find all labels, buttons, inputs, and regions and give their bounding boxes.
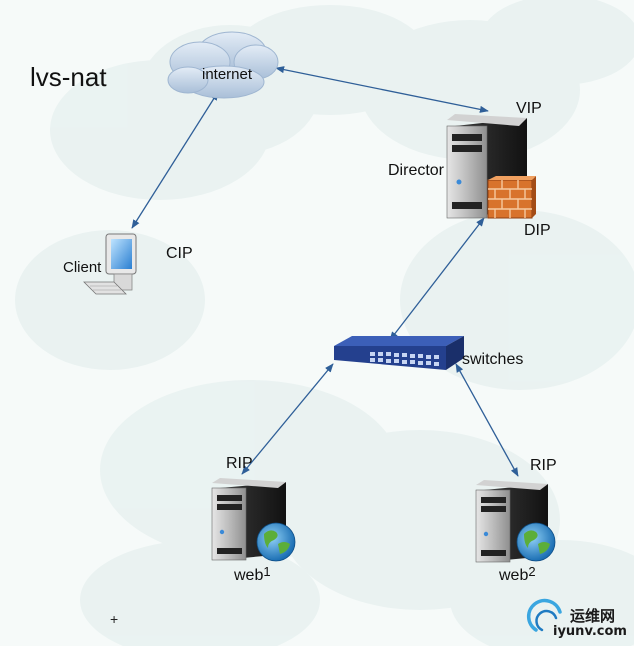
internet-label: internet bbox=[202, 66, 253, 83]
client-label: Client bbox=[63, 259, 102, 276]
web1-name: web bbox=[234, 567, 264, 584]
watermark-logo bbox=[526, 598, 562, 632]
web1-rip-label: RIP bbox=[226, 455, 253, 472]
desktop-computer-icon bbox=[83, 233, 137, 295]
link-director-switch bbox=[389, 217, 485, 341]
web2-label: web2 bbox=[499, 564, 536, 585]
web-server-icon bbox=[475, 480, 556, 563]
links bbox=[131, 66, 519, 477]
firewall-icon bbox=[487, 176, 536, 219]
web2-index: 2 bbox=[528, 564, 536, 579]
link-internet-director bbox=[275, 66, 489, 113]
watermark-domain: iyunv.com bbox=[553, 624, 627, 639]
watermark-name: 运维网 bbox=[570, 607, 616, 625]
link-internet-client bbox=[131, 91, 219, 229]
crosshair-cursor: + bbox=[110, 611, 119, 627]
switch-label: switches bbox=[462, 351, 524, 368]
network-switch-icon bbox=[334, 336, 464, 370]
diagram-title: lvs-nat bbox=[30, 62, 107, 92]
web1-label: web1 bbox=[234, 564, 271, 585]
link-switch-web2 bbox=[455, 363, 519, 477]
cloud-icon bbox=[167, 31, 279, 99]
cip-label: CIP bbox=[166, 245, 193, 262]
web-server-icon bbox=[211, 478, 296, 562]
link-switch-web1 bbox=[241, 363, 334, 475]
web2-name: web bbox=[499, 567, 529, 584]
dip-label: DIP bbox=[524, 222, 551, 239]
vip-label: VIP bbox=[516, 100, 542, 117]
web2-rip-label: RIP bbox=[530, 457, 557, 474]
web1-index: 1 bbox=[263, 564, 271, 579]
director-label: Director bbox=[388, 162, 445, 179]
